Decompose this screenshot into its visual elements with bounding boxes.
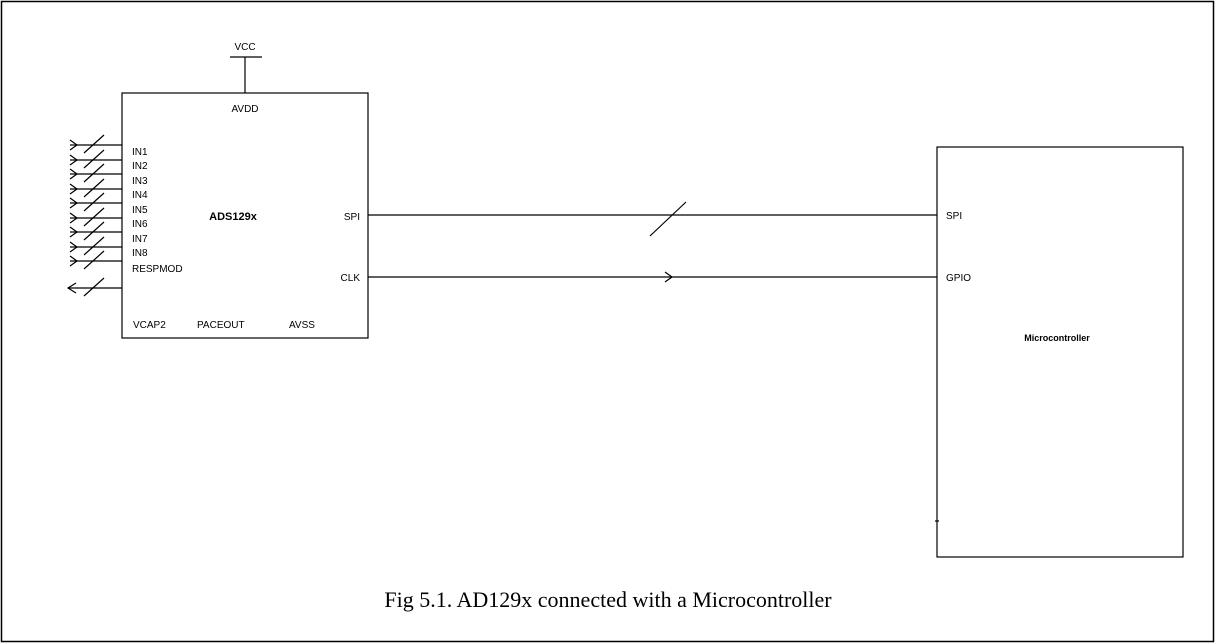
input-arrow: [69, 212, 79, 224]
input-arrow: [69, 168, 79, 180]
adc-chip-name: ADS129x: [209, 211, 258, 223]
input-arrow: [69, 197, 79, 209]
input-bus-slash: [83, 221, 105, 241]
mcu-spi-pin: SPI: [946, 211, 962, 222]
adc-avss-pin: AVSS: [289, 320, 315, 331]
input-bus-slash: [83, 192, 105, 212]
input-arrow: [69, 154, 79, 166]
adc-spi-pin: SPI: [344, 212, 360, 223]
input-bus-slash: [83, 250, 105, 270]
input-bus-slash: [83, 207, 105, 227]
input-connector-stack: [66, 134, 122, 297]
input-bus-slash: [83, 236, 105, 256]
input-label-in1: IN1: [132, 147, 148, 158]
output-bus-slash: [83, 277, 105, 297]
input-bus-slash: [83, 134, 105, 154]
input-label-in5: IN5: [132, 205, 148, 216]
mcu-name: Microcontroller: [1024, 333, 1090, 343]
input-arrow: [69, 226, 79, 238]
input-label-in8: IN8: [132, 248, 148, 259]
output-arrow: [66, 282, 77, 294]
input-label-in3: IN3: [132, 176, 148, 187]
figure-caption: Fig 5.1. AD129x connected with a Microco…: [384, 587, 832, 612]
input-arrow: [69, 241, 79, 253]
input-bus-slash: [83, 163, 105, 183]
input-bus-slash: [83, 149, 105, 169]
adc-clk-pin: CLK: [341, 273, 361, 284]
adc-paceout-pin: PACEOUT: [197, 320, 245, 331]
input-label-in6: IN6: [132, 219, 148, 230]
adc-vcap2-pin: VCAP2: [133, 320, 166, 331]
vcc-label: VCC: [234, 42, 255, 53]
mcu-box: [936, 146, 1184, 558]
spi-bus-slash: [649, 201, 687, 237]
mcu-gpio-pin: GPIO: [946, 273, 971, 284]
input-bus-slash: [83, 178, 105, 198]
input-arrow: [69, 139, 79, 151]
input-arrow: [69, 255, 79, 267]
input-label-in7: IN7: [132, 234, 148, 245]
adc-avdd-pin: AVDD: [231, 104, 258, 115]
input-arrow: [69, 183, 79, 195]
input-label-in2: IN2: [132, 161, 148, 172]
input-label-in4: IN4: [132, 190, 148, 201]
clk-direction-arrow: [664, 271, 674, 283]
input-label-respmod: RESPMOD: [132, 264, 183, 275]
